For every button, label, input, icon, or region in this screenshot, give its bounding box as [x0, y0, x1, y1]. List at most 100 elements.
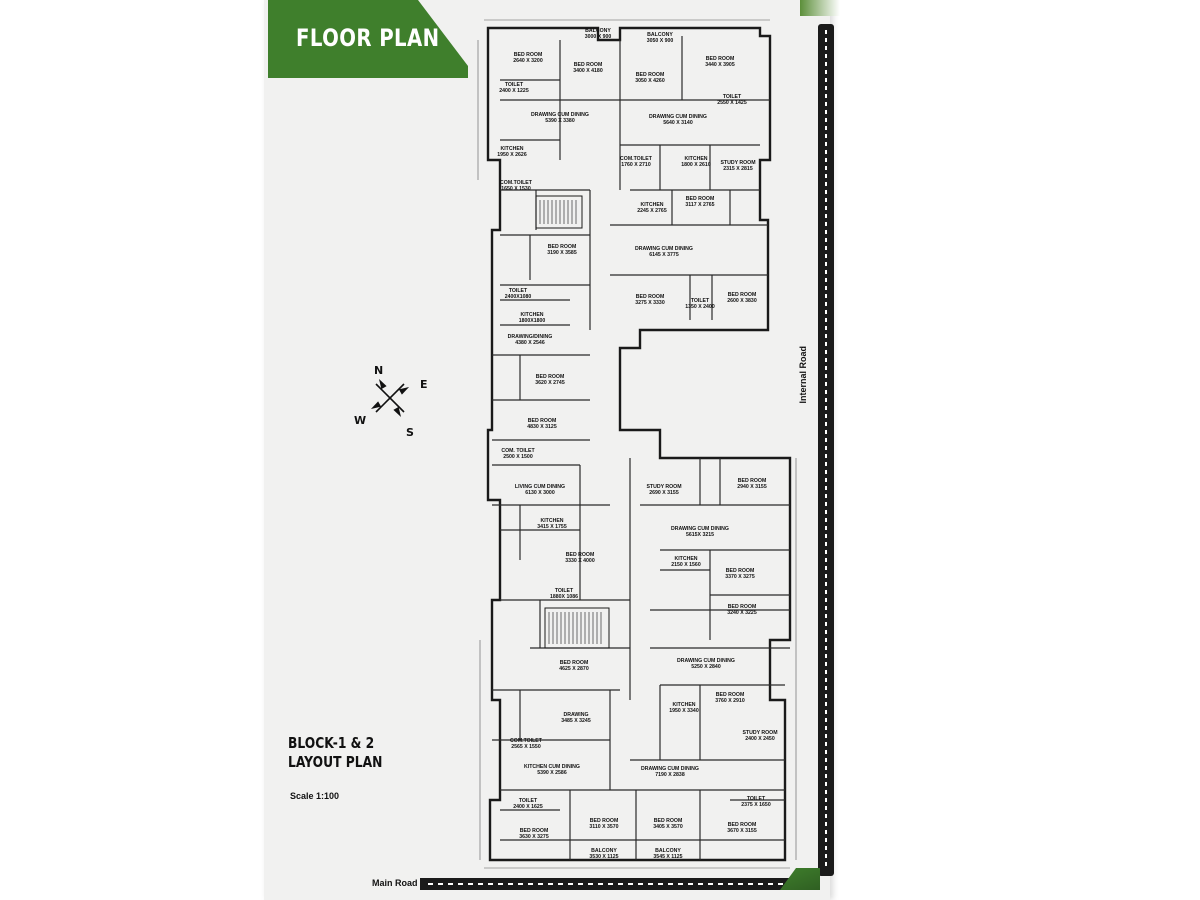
room-dim: 3530 X 1125: [589, 854, 618, 860]
room-dim: 3545 X 1125: [653, 854, 682, 860]
room-dim: 2500 X 1500: [503, 454, 533, 460]
staircase-1: [535, 195, 583, 229]
main-road-markings: [428, 883, 788, 885]
compass-west-arrow-icon: [370, 401, 382, 409]
room-dim: 3330 X 4000: [565, 558, 595, 564]
room-label: BED ROOM: [514, 52, 543, 58]
block-title: BLOCK-1 & 2 LAYOUT PLAN: [288, 734, 382, 772]
room-dim: 4830 X 3125: [527, 424, 557, 430]
room-label: TOILET: [519, 798, 538, 804]
corner-accent: [800, 0, 840, 16]
room-label: TOILET: [505, 82, 524, 88]
room-label: BED ROOM: [574, 62, 603, 68]
room-dim: 2690 X 3155: [649, 490, 679, 496]
room-dim: 3117 X 2765: [685, 202, 714, 208]
room-label: DRAWING CUM DINING: [671, 526, 729, 532]
room-label: BED ROOM: [528, 418, 557, 424]
compass-south-arrow-icon: [393, 406, 401, 418]
room-label: BED ROOM: [706, 56, 735, 62]
room-dim: 2400 X 1625: [513, 804, 543, 810]
room-label: DRAWING CUM DINING: [677, 658, 735, 664]
room-label: BALCONY: [591, 848, 617, 854]
room-dim: 1950 X 3340: [669, 708, 699, 714]
room-dim: 5640 X 3140: [663, 120, 693, 126]
room-dim: 1650 X 1530: [501, 186, 531, 192]
room-label: BED ROOM: [548, 244, 577, 250]
room-labels: BALCONY 3000 X 900 BALCONY 3050 X 900 BE…: [497, 28, 777, 860]
room-label: BED ROOM: [636, 294, 665, 300]
room-label: BED ROOM: [738, 478, 767, 484]
room-dim: 4380 X 2546: [515, 340, 545, 346]
room-dim: 3050 X 900: [647, 38, 674, 44]
compass-e: E: [420, 378, 428, 391]
plan-sheet: [264, 0, 830, 900]
room-label: TOILET: [555, 588, 574, 594]
room-dim: 1950 X 2626: [497, 152, 527, 158]
room-dim: 3760 X 2910: [715, 698, 745, 704]
room-label: DRAWING: [563, 712, 588, 718]
room-dim: 2940 X 3155: [737, 484, 767, 490]
scale-label: Scale 1:100: [290, 791, 340, 801]
internal-road-markings: [825, 30, 827, 870]
room-dim: 3440 X 3905: [705, 62, 735, 68]
room-label: BALCONY: [647, 32, 673, 38]
room-label: STUDY ROOM: [646, 484, 681, 490]
room-dim: 4625 X 2870: [559, 666, 589, 672]
room-dim: 2375 X 1650: [741, 802, 771, 808]
room-label: TOILET: [509, 288, 528, 294]
room-dim: 2150 X 1560: [671, 562, 701, 568]
room-label: BED ROOM: [536, 374, 565, 380]
room-dim: 3050 X 4260: [635, 78, 665, 84]
room-label: BED ROOM: [590, 818, 619, 824]
room-label: BED ROOM: [686, 196, 715, 202]
room-label: KITCHEN: [672, 702, 695, 708]
room-label: KITCHEN: [520, 312, 543, 318]
room-label: BED ROOM: [560, 660, 589, 666]
room-dim: 1880X 1086: [550, 594, 578, 600]
room-label: KITCHEN: [540, 518, 563, 524]
compass-n: N: [374, 364, 383, 377]
compass-east-arrow-icon: [398, 387, 410, 395]
room-dim: 3000 X 900: [585, 34, 612, 40]
room-dim: 3110 X 3570: [589, 824, 618, 830]
room-label: BED ROOM: [728, 604, 757, 610]
room-dim: 3405 X 3570: [653, 824, 683, 830]
room-dim: 6130 X 3000: [525, 490, 555, 496]
room-dim: 5615X 3215: [686, 532, 714, 538]
room-dim: 1350 X 2400: [685, 304, 715, 310]
room-dim: 2600 X 3830: [727, 298, 757, 304]
room-label: KITCHEN: [684, 156, 707, 162]
room-dim: 2565 X 1550: [511, 744, 541, 750]
room-label: KITCHEN CUM DINING: [524, 764, 580, 770]
room-dim: 5250 X 2840: [691, 664, 721, 670]
main-road-label: Main Road: [372, 878, 418, 888]
room-dim: 3620 X 2745: [535, 380, 565, 386]
room-label: BED ROOM: [716, 692, 745, 698]
room-label: DRAWING CUM DINING: [649, 114, 707, 120]
room-dim: 7190 X 2838: [655, 772, 685, 778]
room-dim: 6145 X 3775: [649, 252, 679, 258]
room-dim: 5390 X 3380: [545, 118, 575, 124]
room-dim: 2315 X 2815: [723, 166, 753, 172]
room-label: DRAWING CUM DINING: [641, 766, 699, 772]
room-label: LIVING CUM DINING: [515, 484, 565, 490]
room-label: BED ROOM: [636, 72, 665, 78]
room-label: BED ROOM: [726, 568, 755, 574]
room-dim: 2400X1080: [505, 294, 532, 300]
room-label: COM.TOILET: [620, 156, 653, 162]
room-dim: 3275 X 3330: [635, 300, 665, 306]
room-dim: 3240 X 3225: [727, 610, 757, 616]
room-label: BALCONY: [655, 848, 681, 854]
compass-axis-nw: [375, 383, 405, 413]
room-label: TOILET: [747, 796, 766, 802]
room-label: BED ROOM: [654, 818, 683, 824]
room-label: BED ROOM: [728, 822, 757, 828]
room-label: STUDY ROOM: [742, 730, 777, 736]
room-dim: 2400 X 1225: [499, 88, 529, 94]
room-label: DRAWING CUM DINING: [635, 246, 693, 252]
room-dim: 1760 X 2710: [621, 162, 651, 168]
room-dim: 1800X1800: [519, 318, 546, 324]
room-dim: 3485 X 3245: [561, 718, 591, 724]
room-dim: 3630 X 3275: [519, 834, 549, 840]
